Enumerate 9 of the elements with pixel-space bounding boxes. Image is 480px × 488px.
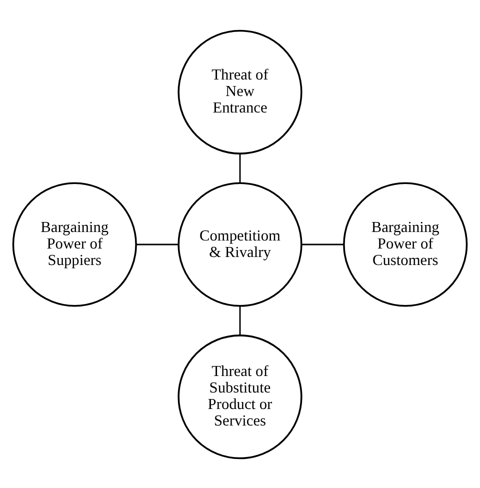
node-circle: Threat of Substitute Product or Services bbox=[178, 334, 302, 459]
node-circle: Threat of New Entrance bbox=[178, 29, 302, 154]
connector bbox=[302, 243, 344, 245]
node-circle: Bargaining Power of Suppiers bbox=[12, 182, 137, 306]
connector bbox=[136, 243, 178, 245]
node-circle: Bargaining Power of Customers bbox=[343, 182, 468, 306]
connector bbox=[239, 306, 241, 335]
connector bbox=[239, 153, 241, 182]
node-circle: Competitiom & Rivalry bbox=[178, 182, 302, 306]
